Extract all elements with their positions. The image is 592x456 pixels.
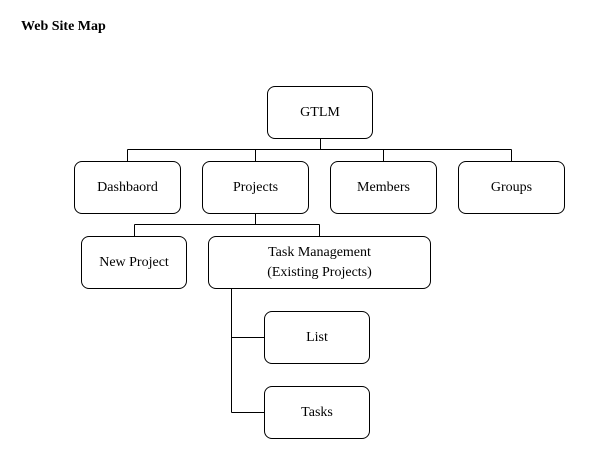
sitemap-node-list: List: [264, 311, 370, 364]
sitemap-node-new-project: New Project: [81, 236, 187, 289]
sitemap-node-dashboard: Dashbaord: [74, 161, 181, 214]
page-title: Web Site Map: [21, 19, 106, 34]
sitemap-node-task-management: Task Management (Existing Projects): [208, 236, 431, 289]
node-label-line1: Task Management: [268, 244, 371, 260]
node-label: New Project: [99, 254, 169, 270]
node-label: Groups: [490, 179, 533, 195]
node-label: GTLM: [300, 104, 340, 120]
node-label-line2: (Existing Projects): [267, 264, 372, 280]
node-label: Members: [357, 179, 410, 195]
node-label: Projects: [232, 179, 279, 195]
sitemap-node-projects: Projects: [202, 161, 309, 214]
node-label: Dashbaord: [97, 179, 158, 195]
sitemap-node-tasks: Tasks: [264, 386, 370, 439]
sitemap-node-groups: Groups: [458, 161, 565, 214]
sitemap-node-members: Members: [330, 161, 437, 214]
node-label: Tasks: [301, 404, 333, 420]
sitemap-node-gtlm: GTLM: [267, 86, 373, 139]
node-label: List: [306, 329, 328, 345]
